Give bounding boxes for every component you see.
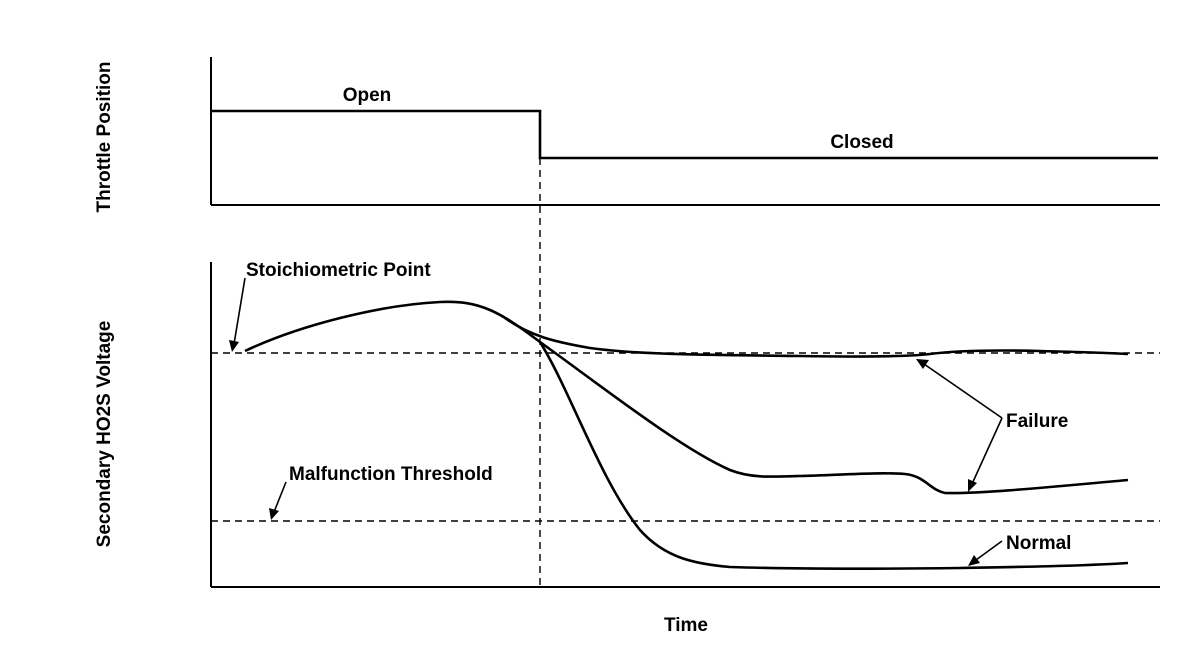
time-axis-label: Time [664,615,708,636]
failure-arrowhead-upper [916,359,929,369]
failure-arrow-upper [923,363,1003,419]
stoichiometric-arrow [233,277,246,345]
failure-trace-upper [504,316,1129,358]
throttle-panel: Open Closed [210,57,1160,206]
stoichiometric-label: Stoichiometric Point [246,260,431,281]
normal-label: Normal [1006,533,1071,554]
open-label: Open [343,85,392,106]
voltage-panel: Stoichiometric Point Malfunction Thresho… [210,260,1160,588]
malfunction-label: Malfunction Threshold [289,464,493,485]
failure-trace-lower [539,340,1129,495]
throttle-trace [211,109,1158,160]
failure-arrow-lower [971,417,1003,485]
normal-arrowhead [968,555,980,566]
stoichiometric-arrowhead [229,340,239,352]
failure-label: Failure [1006,411,1068,432]
common-trace [244,300,541,353]
throttle-position-axis-label: Throttle Position [94,62,115,213]
normal-trace [538,341,1129,570]
malfunction-arrowhead [269,508,279,520]
closed-label: Closed [830,132,893,153]
normal-arrow [975,540,1003,561]
malfunction-arrow [273,481,287,513]
ho2s-voltage-axis-label: Secondary HO2S Voltage [94,321,115,548]
failure-arrowhead-lower [968,479,977,492]
